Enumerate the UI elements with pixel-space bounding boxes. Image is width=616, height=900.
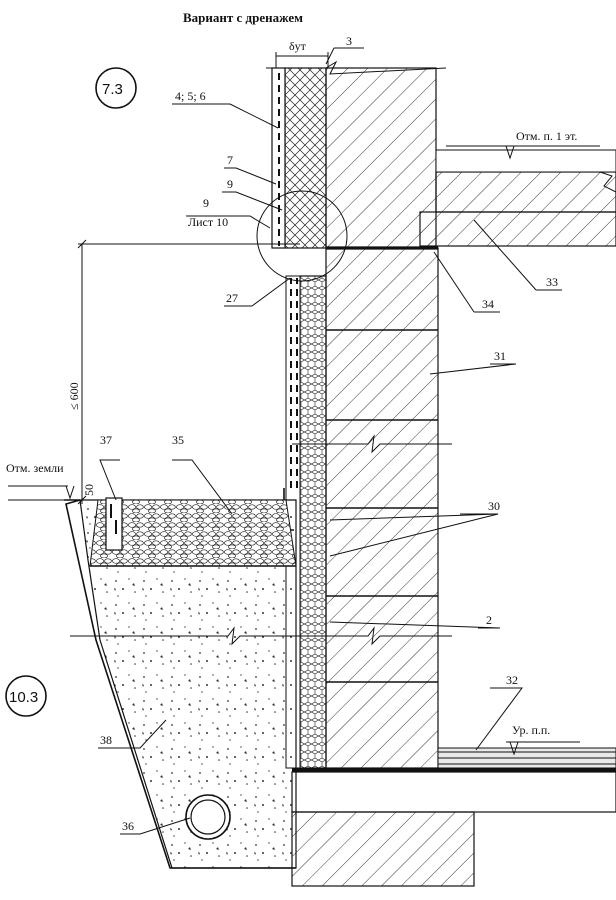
detail-circle <box>256 190 348 282</box>
label-2: 2 <box>486 613 492 627</box>
floor-slab <box>419 149 616 247</box>
elevation-basement: Ур. п.п. <box>512 723 550 737</box>
curb-37 <box>105 497 123 551</box>
label-32: 32 <box>506 673 518 687</box>
label-9: 9 <box>227 177 233 191</box>
svg-text:7.3: 7.3 <box>102 81 123 98</box>
basement-floor <box>291 747 616 887</box>
labels: 3 4; 5; 6 7 9 9 Лист 10 27 33 34 31 37 3… <box>6 34 577 833</box>
label-27: 27 <box>226 291 238 305</box>
drainage-trench <box>8 499 452 869</box>
sheet-ref-7-3: 7.3 <box>95 67 137 109</box>
label-31: 31 <box>494 349 506 363</box>
small-dimension: 50 <box>82 484 96 496</box>
drawing-title: Вариант с дренажем <box>183 10 303 25</box>
elevation-markers <box>8 145 600 756</box>
label-30: 30 <box>488 499 500 513</box>
label-callout-num: 9 <box>203 196 209 210</box>
svg-text:10.3: 10.3 <box>9 689 38 706</box>
label-36: 36 <box>122 819 134 833</box>
leaders <box>98 47 562 835</box>
label-3: 3 <box>346 34 352 48</box>
upper-wall <box>266 60 447 249</box>
drain-pipe-icon <box>185 794 231 840</box>
foundation-blocks <box>325 246 439 769</box>
label-34: 34 <box>482 297 494 311</box>
height-dimension: ≤ 600 <box>67 382 81 410</box>
elevation-ground: Отм. земли <box>6 461 64 475</box>
insulation-thickness: δут <box>289 39 307 53</box>
label-38: 38 <box>100 733 112 747</box>
label-35: 35 <box>172 433 184 447</box>
sheet-ref-10-3: 10.3 <box>5 675 47 717</box>
elevation-floor1: Отм. п. 1 эт. <box>516 129 577 143</box>
label-7: 7 <box>227 153 233 167</box>
label-4-5-6: 4; 5; 6 <box>175 89 206 103</box>
label-33: 33 <box>546 275 558 289</box>
label-callout-sheet: Лист 10 <box>188 215 228 229</box>
label-37: 37 <box>100 433 112 447</box>
